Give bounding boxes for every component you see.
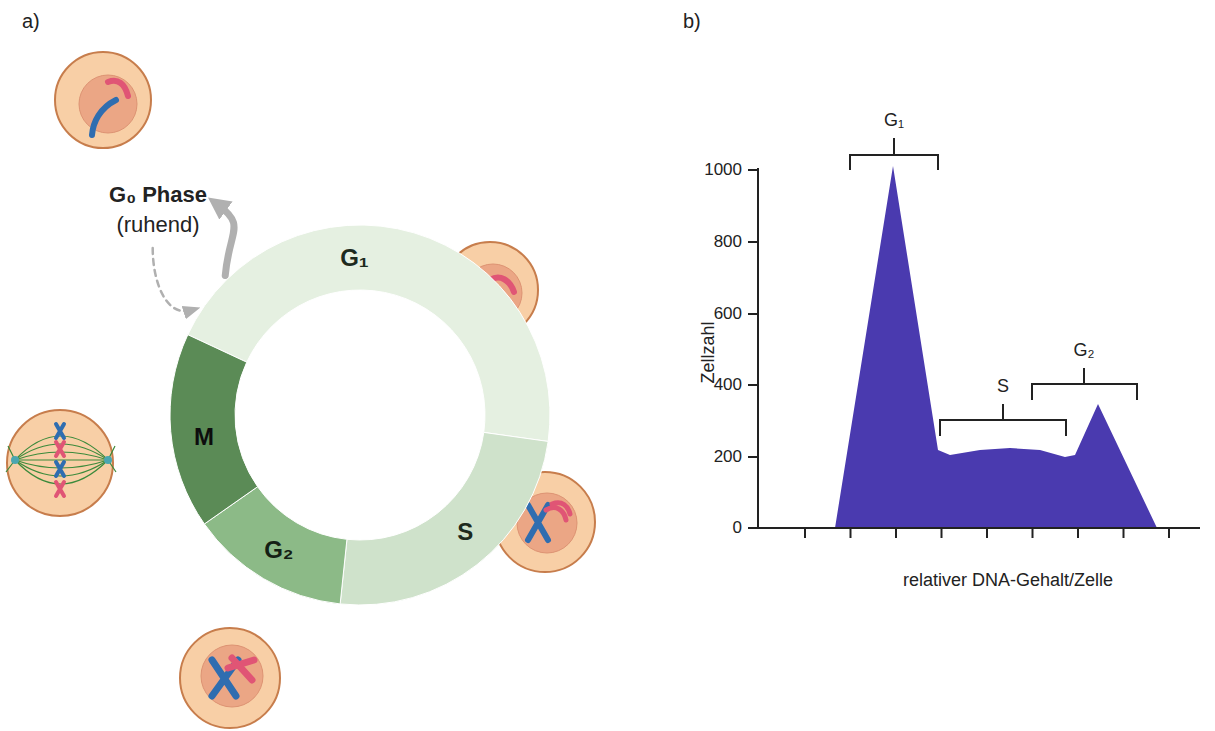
cell-g1 [442, 242, 538, 338]
phase-name: M [194, 423, 214, 451]
cell-s [495, 472, 595, 572]
panel-letter: a) [22, 10, 40, 33]
x-axis [758, 527, 1200, 529]
bracket-label: S [997, 376, 1009, 397]
phase-segment-m: M [170, 225, 550, 605]
phase-note: (ruhend) [109, 210, 207, 240]
cycle-arrow [217, 204, 234, 275]
bracket-label: G₁ [884, 110, 904, 131]
y-axis [757, 168, 759, 528]
axis-title: Zellzahl [698, 321, 719, 383]
cell-g2 [180, 628, 280, 728]
phase-brackets [850, 138, 1137, 436]
tick-label: 800 [714, 232, 742, 252]
tick-label: 400 [714, 375, 742, 395]
segment-shape [170, 225, 550, 605]
phase-label-box: G₀ Phase(ruhend) [105, 178, 211, 242]
x-ticks [805, 528, 1169, 538]
histogram [748, 138, 1200, 538]
cycle-arrow [153, 248, 192, 311]
histogram-area [835, 166, 1157, 528]
segment-shape [170, 225, 550, 605]
cell-g0 [55, 52, 151, 148]
phase-segment-g2: G₂ [170, 225, 550, 605]
segment-shape [170, 225, 550, 605]
phase-name: S [457, 518, 473, 546]
cell-mitosis [6, 410, 116, 516]
panel-letter: b) [683, 10, 701, 33]
phase-segment-g1: G₁ [170, 225, 550, 605]
tick-label: 200 [714, 447, 742, 467]
axis-title: relativer DNA-Gehalt/Zelle [903, 570, 1113, 591]
bracket-label: G₂ [1074, 340, 1095, 361]
segment-shape [170, 225, 550, 605]
tick-label: 0 [733, 518, 742, 538]
phase-name: G₂ [264, 536, 293, 564]
phase-segment-s: S [170, 225, 550, 605]
y-ticks [748, 170, 758, 528]
tick-label: 600 [714, 304, 742, 324]
phase-name: G₁ [340, 244, 369, 272]
phase-name: G₀ Phase [109, 180, 207, 210]
tick-label: 1000 [704, 160, 742, 180]
